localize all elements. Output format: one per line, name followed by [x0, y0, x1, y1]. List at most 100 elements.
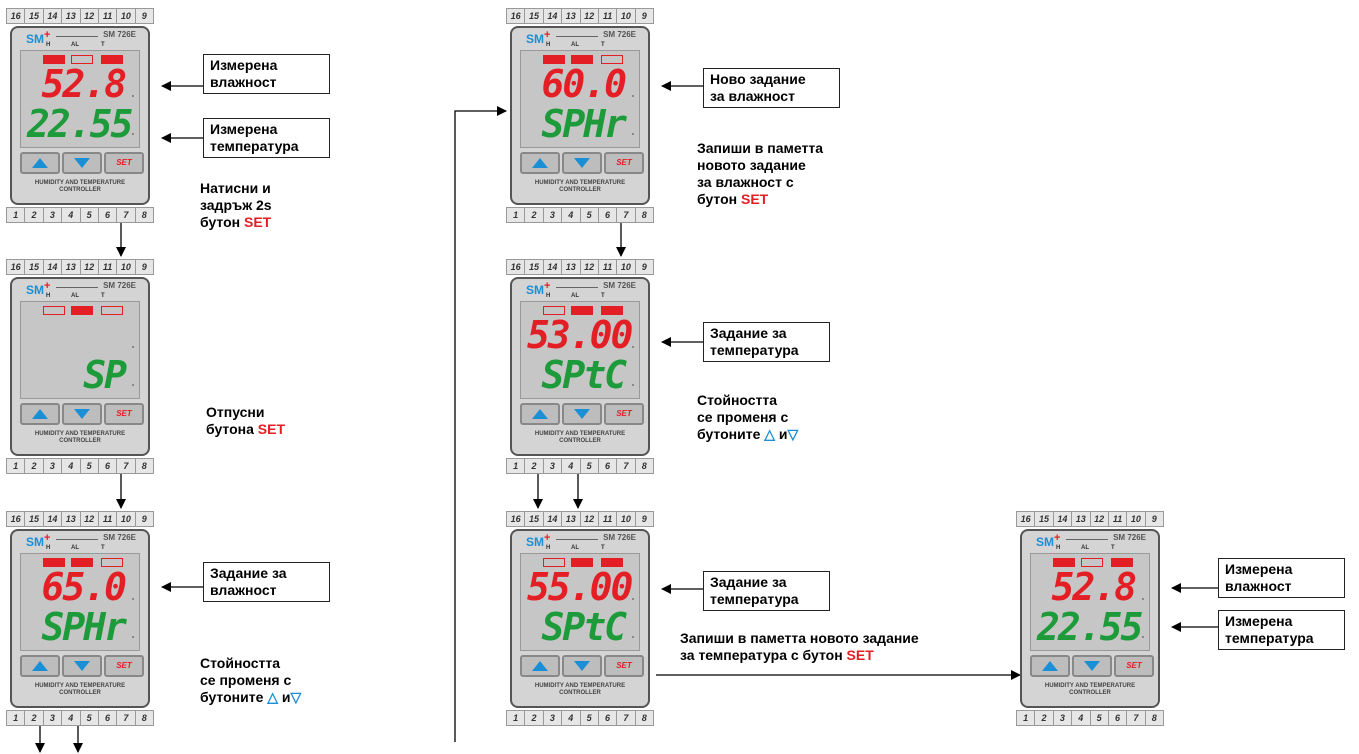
led-h-indicator	[43, 306, 65, 315]
controller-panel: SM+ SM 726E H AL T 53.00 SPtC SET HUMIDI…	[510, 277, 650, 456]
terminal-label: 8	[641, 461, 647, 471]
set-button[interactable]: SET	[604, 655, 644, 677]
down-button[interactable]	[562, 152, 602, 174]
triangle-up-icon	[32, 661, 48, 671]
up-button[interactable]	[520, 403, 560, 425]
terminal-label: 4	[62, 711, 81, 725]
label-measured-humidity-2: Измерена влажност	[1218, 558, 1345, 598]
terminal-label: 10	[1127, 512, 1146, 526]
set-button[interactable]: SET	[104, 655, 144, 677]
led-label-t: T	[1111, 545, 1115, 551]
terminal-label: 14	[544, 260, 563, 274]
down-button[interactable]	[62, 655, 102, 677]
terminal-label: 11	[599, 260, 618, 274]
terminal-label: 16	[507, 9, 526, 23]
terminal-label: 7	[1127, 711, 1146, 725]
controller-panel: SM+ SM 726E H AL T 60.0 SPHr SET HUMIDIT…	[510, 26, 650, 205]
terminal-label: 9	[141, 262, 147, 272]
down-button[interactable]	[62, 403, 102, 425]
brand-logo: SM+	[524, 29, 553, 46]
terminal-label: 12	[581, 260, 599, 274]
terminal-label: 3	[544, 208, 563, 222]
terminal-label: 16	[7, 512, 26, 526]
set-button[interactable]: SET	[604, 152, 644, 174]
terminal-label: 12	[581, 512, 599, 526]
led-label-al: AL	[71, 545, 79, 551]
down-button[interactable]	[62, 152, 102, 174]
down-button[interactable]	[562, 655, 602, 677]
led-label-t: T	[101, 545, 105, 551]
terminal-label: 9	[141, 514, 147, 524]
model-label: SM 726E	[603, 281, 636, 290]
unit-dot	[132, 384, 134, 386]
up-button[interactable]	[520, 152, 560, 174]
up-button[interactable]	[520, 655, 560, 677]
triangle-down-icon	[74, 158, 90, 168]
label-setpoint-temperature: Задание за температура	[703, 322, 830, 362]
divider-line	[556, 36, 598, 37]
terminal-label: 3	[44, 711, 63, 725]
triangle-up-icon	[32, 158, 48, 168]
led-label-al: AL	[1081, 545, 1089, 551]
set-button[interactable]: SET	[104, 152, 144, 174]
brand-logo: SM+	[24, 280, 53, 297]
up-button[interactable]	[20, 403, 60, 425]
triangle-up-icon	[532, 409, 548, 419]
terminal-label: 9	[141, 11, 147, 21]
terminal-label: 10	[117, 9, 136, 23]
terminal-label: 16	[7, 260, 26, 274]
terminal-label: 2	[525, 459, 544, 473]
divider-line	[1066, 539, 1108, 540]
note-release-set: Отпусни бутона SET	[206, 404, 286, 437]
terminal-label: 8	[141, 713, 147, 723]
down-button[interactable]	[562, 403, 602, 425]
terminal-label: 14	[44, 512, 63, 526]
set-button[interactable]: SET	[604, 403, 644, 425]
terminal-label: 3	[544, 459, 563, 473]
model-label: SM 726E	[103, 281, 136, 290]
terminal-label: 11	[99, 9, 118, 23]
divider-line	[56, 539, 98, 540]
led-label-h: H	[1056, 545, 1061, 551]
controller-panel: SM+ SM 726E H AL T SP SET HUMIDITY AND T…	[10, 277, 150, 456]
brand-logo: SM+	[1034, 532, 1063, 549]
up-button[interactable]	[20, 152, 60, 174]
model-label: SM 726E	[103, 533, 136, 542]
led-label-t: T	[601, 545, 605, 551]
triangle-down-icon	[574, 661, 590, 671]
terminal-label: 3	[1054, 711, 1073, 725]
divider-line	[56, 36, 98, 37]
triangle-down-icon	[574, 409, 590, 419]
up-button[interactable]	[1030, 655, 1070, 677]
up-button[interactable]	[20, 655, 60, 677]
display-bottom-readout: SPHr	[541, 102, 627, 146]
brand-logo: SM+	[524, 532, 553, 549]
led-label-h: H	[546, 42, 551, 48]
triangle-down-icon	[1084, 661, 1100, 671]
unit-dot	[632, 133, 634, 135]
terminal-label: 7	[117, 711, 136, 725]
terminal-label: 16	[1017, 512, 1036, 526]
unit-dot	[132, 95, 134, 97]
led-label-al: AL	[571, 293, 579, 299]
led-h-indicator	[1053, 558, 1075, 567]
led-al-indicator	[571, 558, 593, 567]
triangle-down-icon	[574, 158, 590, 168]
set-button[interactable]: SET	[1114, 655, 1154, 677]
display-top-readout: 52.8	[1051, 565, 1137, 609]
divider-line	[56, 287, 98, 288]
terminal-label: 8	[141, 461, 147, 471]
set-button[interactable]: SET	[104, 403, 144, 425]
down-button[interactable]	[1072, 655, 1112, 677]
terminal-label: 10	[117, 512, 136, 526]
unit-dot	[132, 133, 134, 135]
terminal-label: 8	[1151, 713, 1157, 723]
